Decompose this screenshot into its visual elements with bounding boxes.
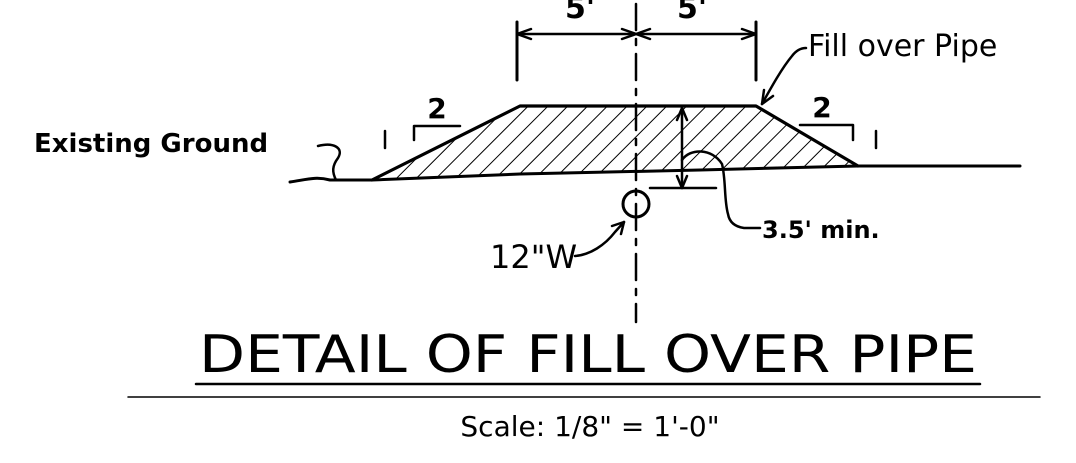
fill-label-group: Fill over Pipe [760, 29, 997, 106]
pipe: 12"W [490, 189, 651, 276]
left-slope-label: 2 [427, 92, 446, 125]
scale-label: Scale: 1/8" = 1'-0" [460, 410, 719, 443]
depth-dimension: 3.5' min. [648, 106, 880, 244]
left-width-label: 5' [565, 0, 595, 26]
left-slope-indicator: 2 [383, 92, 462, 150]
right-width-label: 5' [677, 0, 707, 26]
right-slope-label: 2 [812, 91, 831, 124]
top-width-dimension: 5' 5' [515, 0, 758, 82]
right-slope-indicator: 2 [798, 91, 878, 150]
fill-label: Fill over Pipe [808, 29, 997, 64]
ground-label: Existing Ground [34, 129, 268, 159]
pipe-label: 12"W [490, 238, 577, 276]
pipe-circle [621, 189, 651, 219]
fill-embankment [370, 104, 860, 182]
title-block: DETAIL OF FILL OVER PIPE Scale: 1/8" = 1… [127, 325, 1041, 443]
ground-label-group: Existing Ground [34, 129, 341, 182]
depth-label: 3.5' min. [762, 216, 880, 244]
drawing-title: DETAIL OF FILL OVER PIPE [199, 325, 977, 385]
